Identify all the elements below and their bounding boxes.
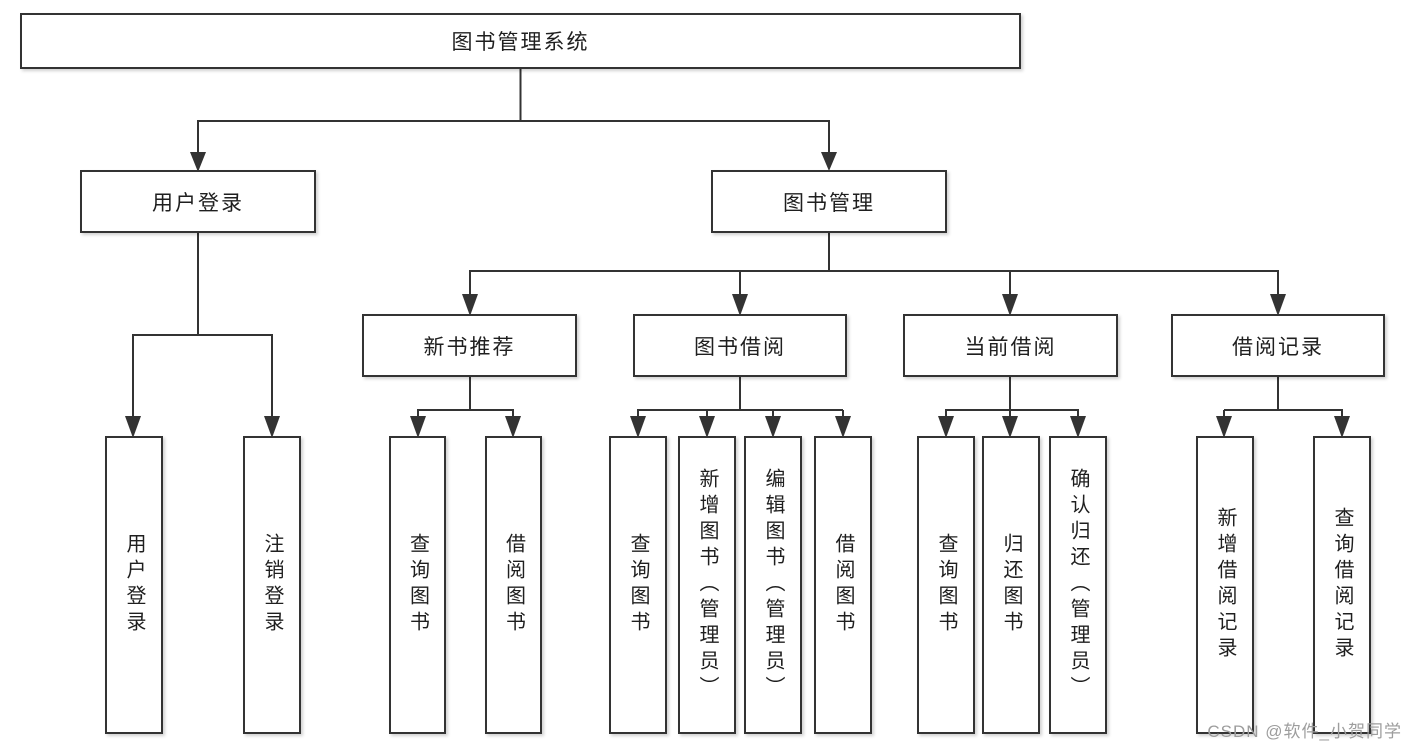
node-borrowing-records: 借阅记录 [1171,314,1385,377]
node-label: 新增借阅记录 [1214,507,1236,663]
node-label: 确认归还（管理员） [1067,468,1089,702]
node-label: 借阅图书 [502,533,525,637]
node-root-label: 图书管理系统 [451,31,590,54]
node-leaf-logout: 注销登录 [243,436,301,734]
node-label: 查询借阅记录 [1331,507,1353,663]
node-leaf-confirm-return-admin: 确认归还（管理员） [1049,436,1107,734]
node-book-borrowing: 图书借阅 [633,314,847,377]
node-label: 归还图书 [1000,533,1022,637]
node-leaf-borrow-books-2: 借阅图书 [814,436,872,734]
node-label: 编辑图书（管理员） [762,468,784,702]
node-leaf-return-books: 归还图书 [982,436,1040,734]
node-user-login: 用户登录 [80,170,316,233]
node-label: 用户登录 [123,533,145,637]
node-current-borrowing: 当前借阅 [903,314,1118,377]
node-label: 查询图书 [935,533,957,637]
node-label: 新书推荐 [423,335,516,359]
node-label: 借阅记录 [1232,335,1324,359]
node-root: 图书管理系统 [20,13,1021,69]
node-label: 图书借阅 [694,335,786,359]
node-label: 用户登录 [152,191,244,215]
node-label: 图书管理 [783,191,875,215]
node-label: 查询图书 [627,533,649,637]
node-leaf-query-books-1: 查询图书 [389,436,446,734]
watermark: CSDN @软件_小贺同学 [1207,722,1402,741]
node-leaf-borrow-books-1: 借阅图书 [485,436,542,734]
node-label: 注销登录 [261,533,283,637]
node-leaf-query-books-2: 查询图书 [609,436,667,734]
node-label: 查询图书 [406,533,429,637]
node-new-book-recommendation: 新书推荐 [362,314,577,377]
node-leaf-add-books-admin: 新增图书（管理员） [678,436,736,734]
node-leaf-add-borrow-record: 新增借阅记录 [1196,436,1254,734]
node-leaf-query-borrow-record: 查询借阅记录 [1313,436,1371,734]
node-leaf-query-books-3: 查询图书 [917,436,975,734]
node-label: 当前借阅 [964,335,1057,359]
node-label: 借阅图书 [832,533,854,637]
node-label: 新增图书（管理员） [696,468,718,702]
node-book-management: 图书管理 [711,170,947,233]
node-leaf-edit-books-admin: 编辑图书（管理员） [744,436,802,734]
node-leaf-user-login: 用户登录 [105,436,163,734]
